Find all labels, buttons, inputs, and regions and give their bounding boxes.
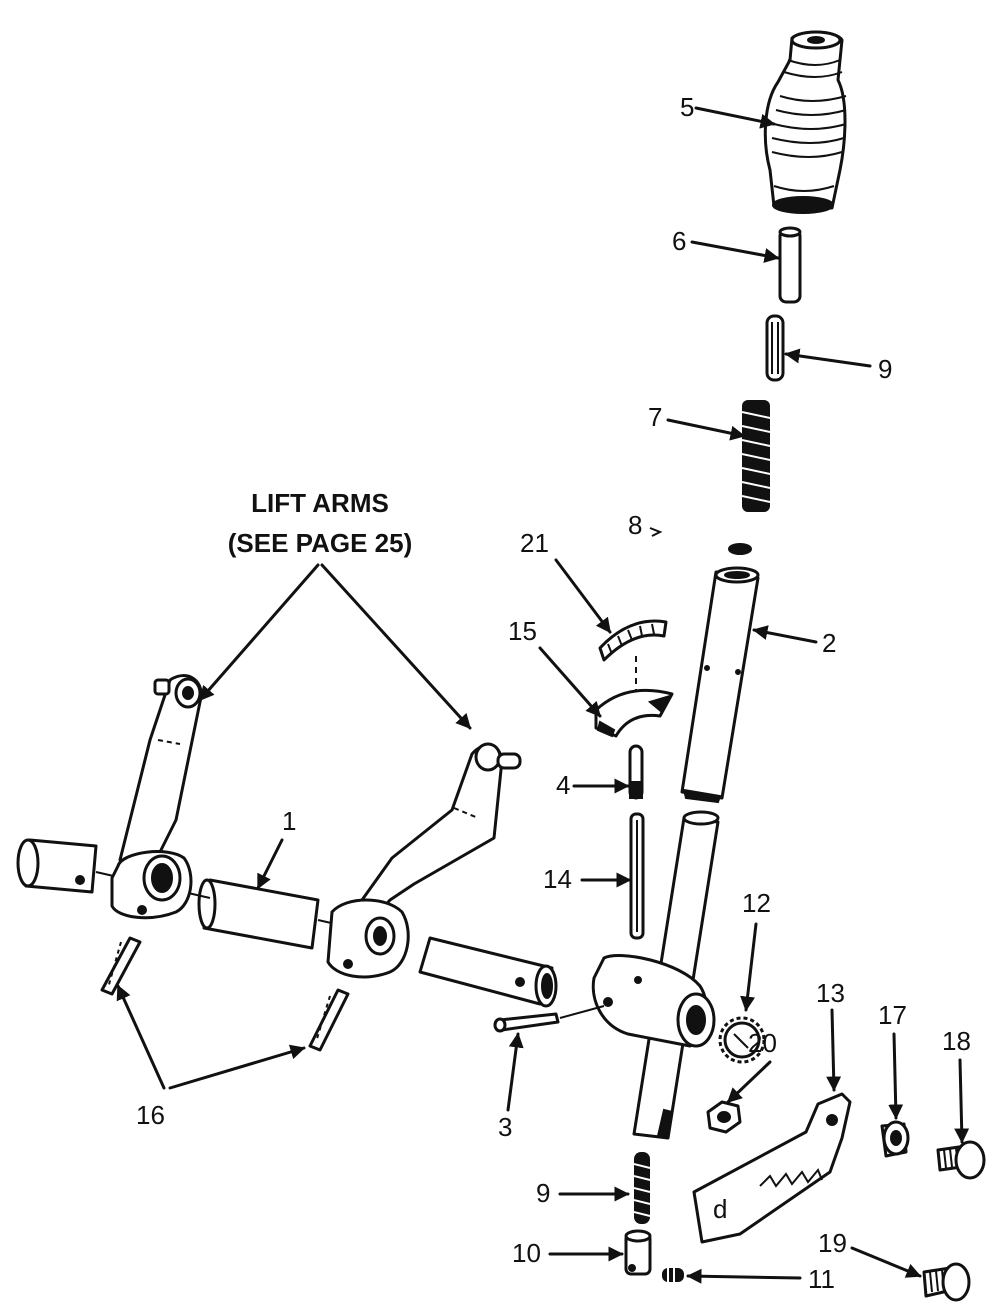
left-lift-arm (110, 674, 203, 920)
part-9-upper-pin (765, 314, 785, 382)
callout-16-arrow-left (116, 984, 166, 1090)
note-line-2: (SEE PAGE 25) (228, 528, 412, 558)
callout-18: 18 (942, 1026, 971, 1056)
part-7-spring (741, 400, 771, 512)
callout-4: 4 (556, 770, 570, 800)
callout-11: 11 (808, 1264, 835, 1294)
callout-6-arrow (690, 240, 780, 263)
callout-9-lower: 9 (536, 1178, 550, 1208)
callout-8-mark (649, 527, 663, 537)
callout-20: 20 (748, 1028, 777, 1058)
callout-13: 13 (816, 978, 845, 1008)
callout-6: 6 (672, 226, 686, 256)
part-14-long-rod (629, 812, 645, 940)
callout-5-arrow (694, 106, 776, 129)
callout-18-arrow (954, 1058, 970, 1144)
callout-8: 8 (628, 510, 642, 540)
note-line-1: LIFT ARMS (251, 488, 389, 518)
callout-19-arrow (850, 1246, 922, 1278)
part-3-pin (493, 1005, 605, 1033)
callout-21: 21 (520, 528, 549, 558)
callout-2-arrow (752, 625, 818, 644)
callout-5: 5 (680, 92, 694, 122)
callout-15-arrow (538, 646, 602, 718)
callout-7-arrow (666, 418, 746, 441)
part-16-roll-pins (100, 936, 350, 1052)
callout-3-arrow (506, 1032, 524, 1112)
part-5-handle-grip (763, 30, 847, 214)
part-17-bushing (880, 1120, 910, 1158)
part-1-cross-shaft (16, 838, 558, 1008)
callout-9-upper: 9 (878, 354, 892, 384)
callout-17: 17 (878, 1000, 907, 1030)
pivot-housing (591, 954, 716, 1048)
part-11-set-screw (662, 1268, 684, 1282)
part-13-ratchet-plate: d (692, 1092, 852, 1244)
callout-11-arrow (686, 1268, 802, 1284)
part-15-curved-plate (594, 688, 674, 738)
callout-14: 14 (543, 864, 572, 894)
callout-16-arrow-right (168, 1044, 306, 1090)
part-18-bolt (936, 1140, 986, 1180)
part-20-nut (706, 1100, 742, 1134)
right-lift-arm (326, 742, 522, 979)
part-19-bolt (922, 1262, 971, 1302)
callout-2: 2 (822, 628, 836, 658)
callout-19: 19 (818, 1228, 847, 1258)
callout-17-arrow (888, 1032, 904, 1120)
part-2-upper-tube (680, 566, 760, 804)
part-9-lower-pin (633, 1152, 651, 1224)
part-21-sector (598, 619, 668, 690)
callout-21-arrow (554, 558, 612, 634)
lift-arms-note: LIFT ARMS (SEE PAGE 25) (198, 488, 472, 730)
callout-7: 7 (648, 402, 662, 432)
callout-15: 15 (508, 616, 537, 646)
callout-12-arrow (740, 922, 758, 1012)
callout-1: 1 (282, 806, 296, 836)
callout-12: 12 (742, 888, 771, 918)
callouts: 5 6 9 7 8 21 15 2 4 1 14 12 13 17 18 20 (116, 92, 971, 1294)
callout-1-arrow (256, 838, 284, 890)
part-8-washer (728, 543, 752, 555)
callout-3: 3 (498, 1112, 512, 1142)
note-arrow-right (320, 563, 472, 730)
part-6-rod (778, 226, 802, 304)
part-10-sleeve (624, 1229, 652, 1276)
part-4-pin (628, 744, 644, 800)
note-arrow-left (198, 563, 320, 702)
callout-16: 16 (136, 1100, 165, 1130)
callout-20-arrow (726, 1060, 772, 1104)
callout-9-upper-arrow (784, 348, 872, 368)
svg-text:d: d (713, 1194, 727, 1224)
part-12-gear-washer (718, 1016, 766, 1064)
callout-10: 10 (512, 1238, 541, 1268)
callout-13-arrow (826, 1008, 842, 1092)
